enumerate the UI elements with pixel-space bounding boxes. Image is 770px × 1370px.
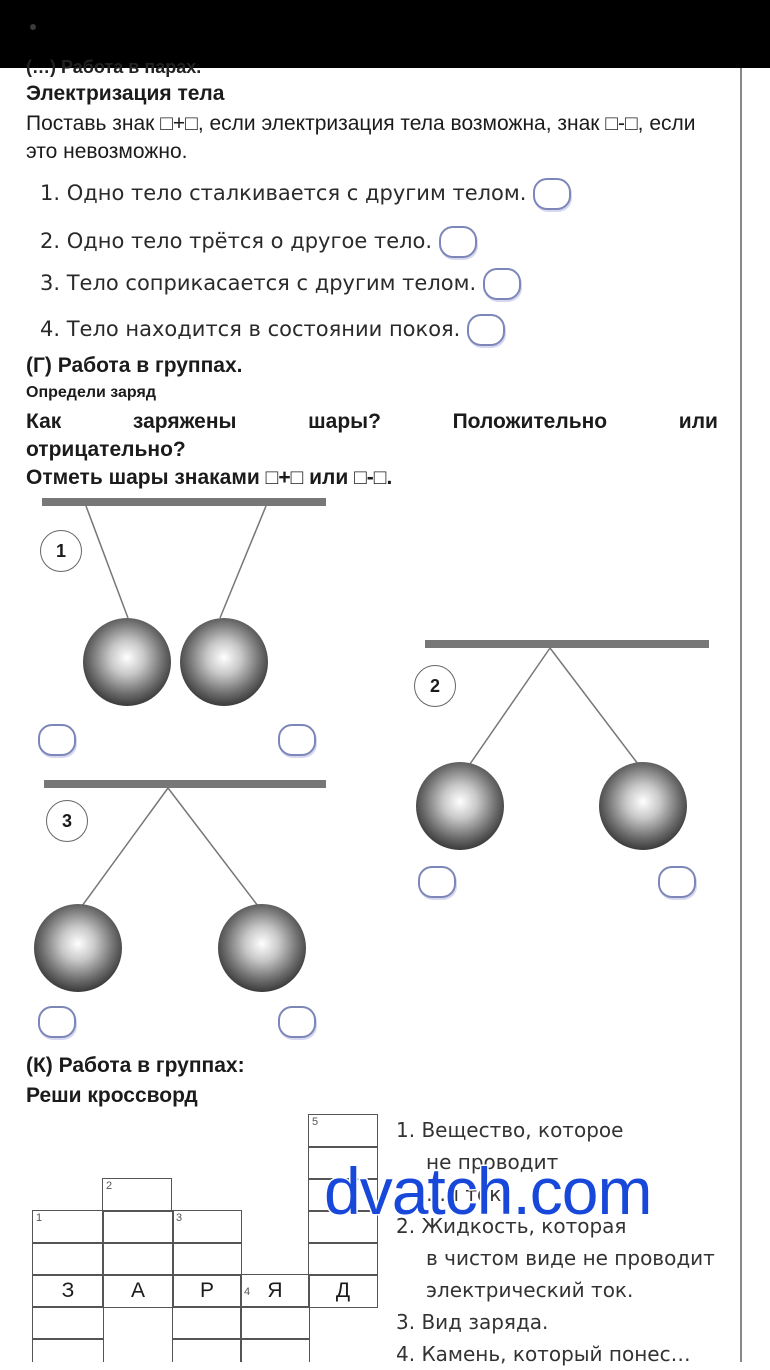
clue-line: 4. Камень, который понес…: [396, 1342, 691, 1366]
watermark-logo: dvatch.com: [322, 1153, 653, 1230]
answer-oval[interactable]: [533, 178, 572, 210]
clue-line: 1. Вещество, которое: [396, 1118, 624, 1142]
clue-line: 3. Вид заряда.: [396, 1310, 549, 1334]
status-dot-icon: [30, 24, 36, 30]
answer-oval[interactable]: [482, 268, 521, 300]
figure-number: 3: [46, 800, 88, 842]
pendulum-figures: [34, 498, 709, 992]
figure-1: [42, 498, 326, 706]
crossword-cell[interactable]: [172, 1242, 242, 1276]
figure-number: 1: [40, 530, 82, 572]
crossword-cell[interactable]: [102, 1210, 174, 1244]
crossword-cell[interactable]: [32, 1242, 104, 1276]
answer-oval[interactable]: [658, 866, 696, 898]
crossword-cell[interactable]: 1: [32, 1210, 104, 1244]
crossword-cell[interactable]: [308, 1178, 378, 1212]
clue-line: 2. Жидкость, которая: [396, 1214, 627, 1238]
clue-line: в чистом виде не проводит: [426, 1246, 715, 1270]
crossword-cell[interactable]: 3: [172, 1210, 242, 1244]
answer-oval[interactable]: [278, 724, 316, 756]
answer-oval[interactable]: [438, 226, 477, 258]
crossword-cell[interactable]: [240, 1338, 310, 1362]
crossword-cell[interactable]: [240, 1306, 310, 1340]
crossword-cell[interactable]: [32, 1338, 104, 1362]
question-tail: отрицательно?: [26, 438, 186, 461]
answer-oval[interactable]: [467, 314, 506, 346]
list-item: 2. Одно тело трётся о другое тело.: [40, 226, 477, 258]
cut-heading: (…) Работа в парах.: [26, 57, 202, 77]
section-title-crossword: (К) Работа в группах:: [26, 1054, 245, 1077]
status-bar: [0, 0, 770, 68]
clue-line: электрический ток.: [426, 1278, 634, 1302]
crossword-cell[interactable]: [308, 1242, 378, 1276]
crossword-cell[interactable]: Р: [172, 1274, 242, 1308]
figure-3: [34, 780, 326, 992]
crossword-cell[interactable]: Д: [308, 1274, 378, 1308]
instruction-text: Поставь знак □+□, если электризация тела…: [26, 112, 696, 163]
clue-line: …й ток.: [426, 1182, 508, 1206]
worksheet-page: (…) Работа в парах. Электризация тела По…: [0, 57, 742, 1366]
crossword-cell[interactable]: А: [102, 1274, 174, 1308]
crossword-cell[interactable]: [102, 1242, 174, 1276]
answer-oval[interactable]: [38, 1006, 76, 1038]
mark-instruction: Отметь шары знаками □+□ или □-□.: [26, 466, 393, 489]
answer-oval[interactable]: [418, 866, 456, 898]
figure-number: 2: [414, 665, 456, 707]
section-title-groups: (Г) Работа в группах.: [26, 354, 243, 377]
crossword-cell[interactable]: 2: [102, 1178, 172, 1212]
list-item: 4. Тело находится в состоянии покоя.: [40, 314, 506, 346]
crossword-clues: 1. Вещество, которое не проводит …й ток.…: [396, 1114, 736, 1366]
crossword-cell[interactable]: 5: [308, 1114, 378, 1148]
answer-oval[interactable]: [38, 724, 76, 756]
crossword-cell[interactable]: [172, 1338, 242, 1362]
list-item: 1. Одно тело сталкивается с другим телом…: [40, 178, 572, 210]
answer-oval[interactable]: [278, 1006, 316, 1038]
question-line: Как заряжены шары? Положительно или: [26, 410, 718, 433]
list-item: 3. Тело соприкасается с другим телом.: [40, 268, 521, 300]
clue-line: не проводит: [426, 1150, 559, 1174]
crossword-cell[interactable]: З: [32, 1274, 104, 1308]
crossword-cell[interactable]: [32, 1306, 104, 1340]
crossword-cell[interactable]: [308, 1146, 378, 1180]
crossword-cell[interactable]: [308, 1210, 378, 1244]
figure-2: [416, 640, 709, 850]
crossword-cell[interactable]: [172, 1306, 242, 1340]
section-title-electrization: Электризация тела: [26, 82, 225, 105]
subtitle-charge: Определи заряд: [26, 384, 156, 401]
subtitle-crossword: Реши кроссворд: [26, 1084, 198, 1107]
